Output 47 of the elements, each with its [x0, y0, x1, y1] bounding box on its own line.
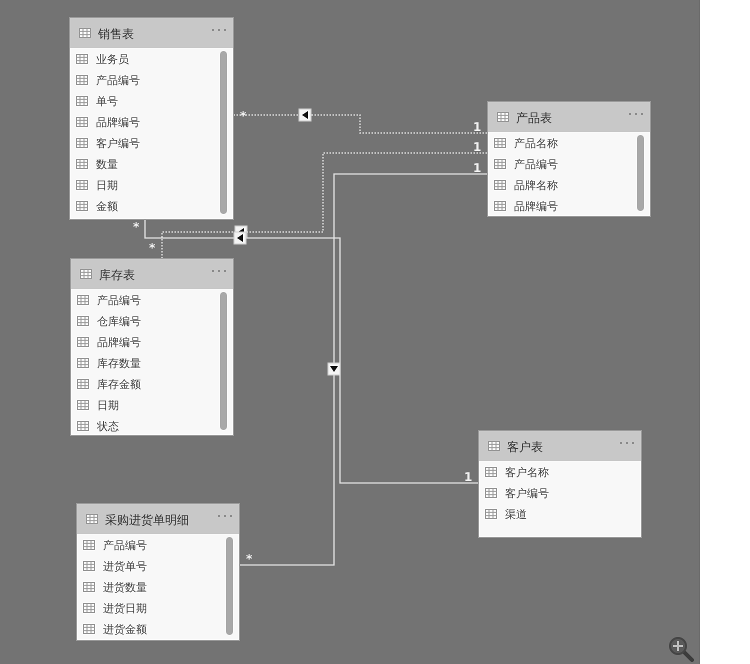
table-title: 库存表 [99, 267, 135, 284]
field-name: 状态 [97, 419, 119, 434]
relationship-line [240, 173, 487, 566]
field-name: 产品名称 [514, 136, 558, 151]
table-title: 销售表 [98, 26, 134, 43]
table-card [487, 101, 651, 217]
field-name: 渠道 [505, 507, 527, 522]
field-name: 产品编号 [97, 293, 141, 308]
field-name: 单号 [96, 94, 118, 109]
field-name: 进货单号 [103, 559, 147, 574]
table-card [70, 258, 234, 436]
field-name: 数量 [96, 157, 118, 172]
field-name: 金额 [96, 199, 118, 214]
field-name: 客户名称 [505, 465, 549, 480]
table-title: 采购进货单明细 [105, 512, 189, 529]
field-name: 库存金额 [97, 377, 141, 392]
field-name: 进货金额 [103, 622, 147, 637]
field-name: 仓库编号 [97, 314, 141, 329]
cardinality-label: * [240, 110, 246, 122]
cardinality-label: 1 [473, 121, 482, 133]
field-name: 产品编号 [514, 157, 558, 172]
field-name: 业务员 [96, 52, 129, 67]
field-name: 进货日期 [103, 601, 147, 616]
field-name: 客户编号 [96, 136, 140, 151]
field-name: 进货数量 [103, 580, 147, 595]
table-card [76, 503, 240, 641]
field-name: 品牌编号 [97, 335, 141, 350]
field-name: 产品编号 [96, 73, 140, 88]
field-name: 日期 [96, 178, 118, 193]
table-card [478, 430, 642, 538]
cardinality-label: 1 [464, 471, 472, 483]
relationship-line [144, 220, 478, 484]
field-name: 库存数量 [97, 356, 141, 371]
cardinality-label: * [246, 553, 252, 565]
cardinality-label: * [133, 221, 140, 233]
cardinality-label: 1 [473, 162, 482, 174]
table-card [69, 17, 234, 220]
cardinality-label: * [149, 242, 156, 254]
cardinality-label: 1 [473, 141, 482, 153]
field-name: 品牌编号 [514, 199, 558, 214]
field-name: 日期 [97, 398, 119, 413]
field-name: 客户编号 [505, 486, 549, 501]
table-title: 产品表 [516, 110, 552, 127]
field-name: 产品编号 [103, 538, 147, 553]
field-name: 品牌编号 [96, 115, 140, 130]
table-title: 客户表 [507, 439, 543, 456]
field-name: 品牌名称 [514, 178, 558, 193]
